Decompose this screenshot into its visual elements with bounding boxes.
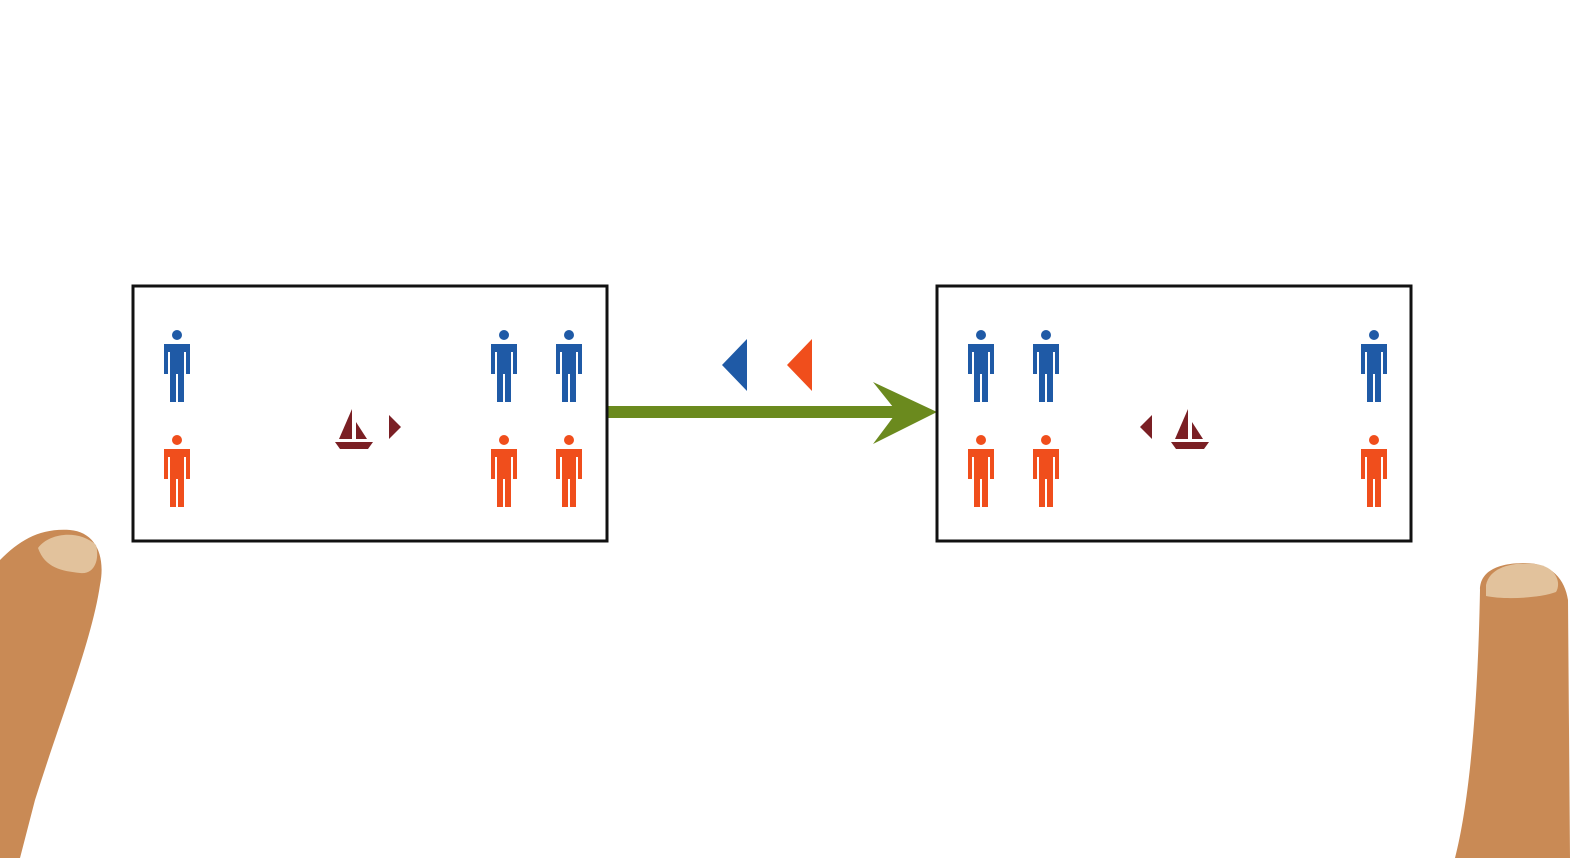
cannibal-person-icon	[556, 435, 582, 507]
right-finger-icon	[1455, 563, 1570, 858]
cannibal-person-icon	[1361, 435, 1387, 507]
missionary-person-icon	[556, 330, 582, 402]
sailboat-icon	[335, 409, 373, 449]
state-box-border	[131, 284, 609, 543]
cannibal-person-icon	[164, 435, 190, 507]
cannibal-person-icon	[968, 435, 994, 507]
missionary-person-icon	[1361, 330, 1387, 402]
boat-direction-triangle-icon	[1140, 415, 1152, 439]
missionary-person-icon	[1033, 330, 1059, 402]
state-box-before	[131, 284, 609, 543]
left-finger-icon	[0, 529, 102, 858]
cannibal-person-icon	[1033, 435, 1059, 507]
transition-arrow-icon	[607, 382, 937, 444]
boat-direction-triangle-icon	[389, 415, 401, 439]
sailboat-icon	[1171, 409, 1209, 449]
moved-cannibal-marker-icon	[787, 339, 812, 391]
missionary-person-icon	[968, 330, 994, 402]
missionary-person-icon	[164, 330, 190, 402]
moved-missionary-marker-icon	[722, 339, 747, 391]
missionary-person-icon	[491, 330, 517, 402]
state-box-after	[935, 284, 1413, 543]
state-box-border	[935, 284, 1413, 543]
cannibal-person-icon	[491, 435, 517, 507]
